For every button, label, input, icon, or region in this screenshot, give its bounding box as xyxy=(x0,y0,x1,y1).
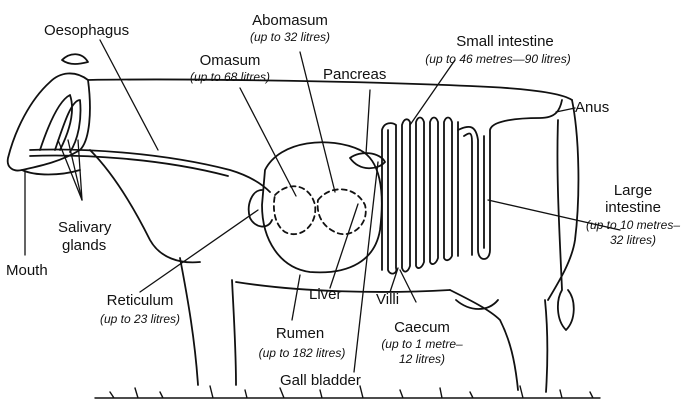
rumen-outline xyxy=(262,142,382,272)
large-intestine-label-line1: Large xyxy=(598,182,668,199)
caecum-capacity-line1: (up to 1 metre– xyxy=(366,337,478,351)
reticulum-label: Reticulum xyxy=(90,292,190,309)
large-intestine-tube xyxy=(458,100,562,259)
rumen-label: Rumen xyxy=(260,325,340,342)
large-intestine-label-line2: intestine xyxy=(592,199,674,216)
oesophagus-tube-inner xyxy=(30,156,228,176)
mouth-label: Mouth xyxy=(6,262,48,279)
large-intestine-capacity-line1: (up to 10 metres– xyxy=(578,218,688,232)
ear xyxy=(62,54,88,64)
small-intestine-coils xyxy=(382,118,458,274)
oesophagus-label: Oesophagus xyxy=(44,22,129,39)
pancreas-label: Pancreas xyxy=(323,66,386,83)
abomasum-dashed xyxy=(318,189,366,234)
villi-label: Villi xyxy=(376,291,399,308)
omasum-label: Omasum xyxy=(180,52,280,69)
caecum-capacity-line2: 12 litres) xyxy=(366,352,478,366)
salivary-glands-label-line2: glands xyxy=(62,237,106,254)
tail xyxy=(557,120,573,330)
salivary-glands-label-line1: Salivary xyxy=(58,219,111,236)
anus-label: Anus xyxy=(575,99,609,116)
rumen-capacity: (up to 182 litres) xyxy=(244,346,360,360)
abomasum-label: Abomasum xyxy=(240,12,340,29)
rump xyxy=(548,100,578,300)
omasum-capacity: (up to 68 litres) xyxy=(170,70,290,84)
large-intestine-capacity-line2: 32 litres) xyxy=(578,233,688,247)
belly-line xyxy=(236,282,450,292)
salivary-gland-loops xyxy=(40,95,81,152)
reticulum-capacity: (up to 23 litres) xyxy=(80,312,200,326)
reticulum-outline xyxy=(249,190,272,227)
small-intestine-label: Small intestine xyxy=(410,33,600,50)
liver-label: Liver xyxy=(309,286,342,303)
abomasum-capacity: (up to 32 litres) xyxy=(230,30,350,44)
gall-bladder-label: Gall bladder xyxy=(280,372,361,389)
large-intestine-tube-inner xyxy=(464,134,484,255)
caecum-label: Caecum xyxy=(382,319,462,336)
small-intestine-capacity: (up to 46 metres—90 litres) xyxy=(398,52,598,66)
